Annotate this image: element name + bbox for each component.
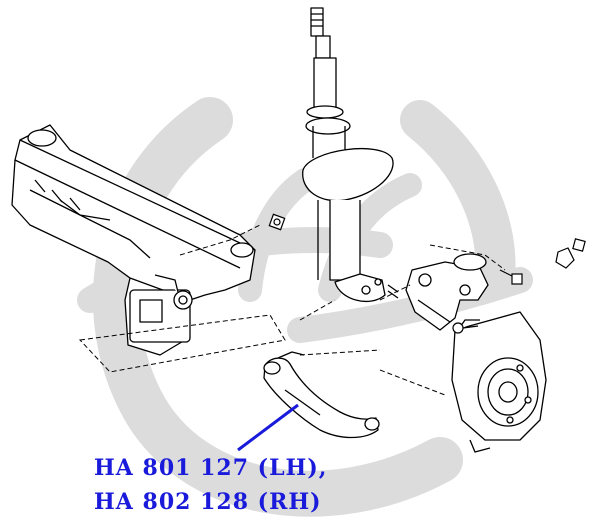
fasteners xyxy=(268,213,586,334)
front-subframe xyxy=(11,124,256,356)
mounting-guide-lines xyxy=(78,224,506,396)
part-number-label-rh: HA 802 128 (RH) xyxy=(94,489,322,515)
nut xyxy=(268,213,286,231)
steering-knuckle xyxy=(405,253,489,331)
part-number-label-lh: HA 801 127 (LH), xyxy=(94,455,328,481)
nut xyxy=(555,247,575,269)
mounting-bolt xyxy=(499,269,523,285)
strut-assembly xyxy=(302,7,399,303)
lower-control-arm xyxy=(263,351,380,439)
nut xyxy=(572,238,586,252)
wheel-hub xyxy=(451,311,547,453)
mounting-bolt xyxy=(452,322,479,334)
leader-line xyxy=(237,403,299,452)
